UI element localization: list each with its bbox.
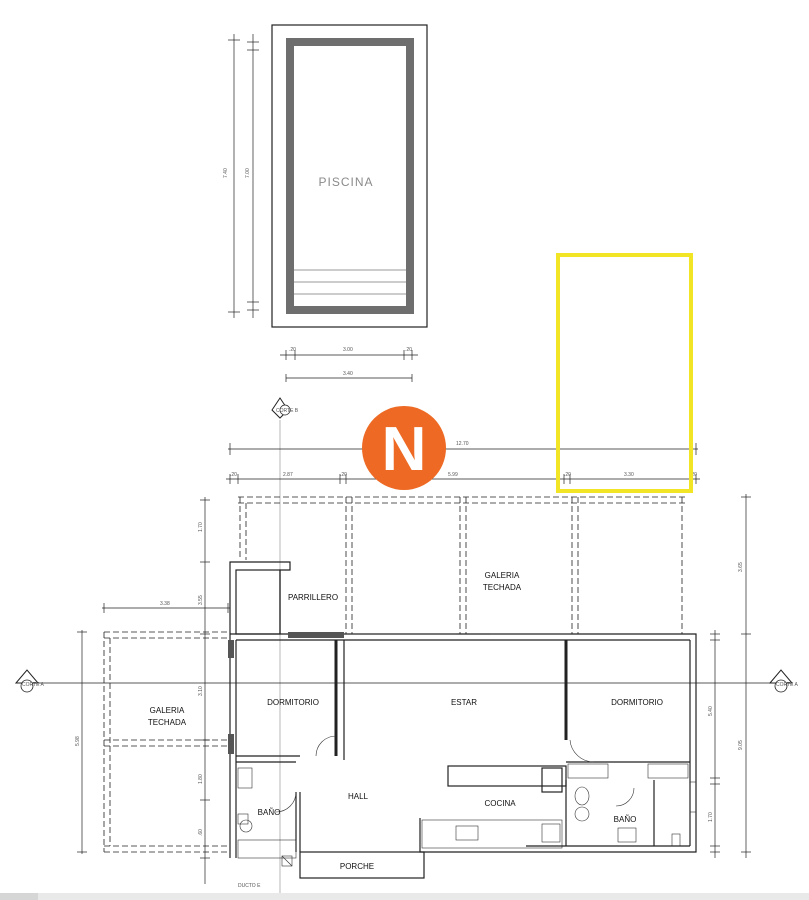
pool-dim-outer: 3.40 — [343, 371, 353, 377]
pool-area: PISCINA 7.40 7.00 .20 3.00 .20 3.40 — [223, 24, 428, 382]
pool-height-outer: 7.40 — [223, 168, 229, 178]
right-total-dim: 9.05 — [738, 740, 744, 750]
gallery-top-label-2: TECHADA — [483, 583, 522, 592]
pool-dim-left: .20 — [289, 347, 296, 353]
left-v4: 1.80 — [198, 774, 204, 784]
pool-height-inner: 7.00 — [245, 168, 251, 178]
total-width: 12.70 — [456, 441, 469, 447]
left-v5: .60 — [198, 829, 204, 836]
right-mid-dim: 5.40 — [708, 706, 714, 716]
hall-label: HALL — [348, 792, 369, 801]
left-gallery: GALERIA TECHADA 3.38 — [102, 601, 230, 853]
dormitorio-right-label: DORMITORIO — [611, 698, 663, 707]
porche-label: PORCHE — [340, 862, 374, 871]
pool-dim-inner: 3.00 — [343, 347, 353, 353]
section-top-label: CORTE B — [276, 408, 299, 414]
section-marker-top: CORTE B — [271, 397, 299, 893]
section-left-label: CORTE A — [22, 682, 45, 688]
pool-label: PISCINA — [318, 175, 373, 189]
gallery-left-label-2: TECHADA — [148, 718, 187, 727]
seg-5: .20 — [564, 472, 571, 478]
main-house: DORMITORIO ESTAR DORMITORIO COCINA HALL … — [228, 632, 697, 859]
top-dimensions: 12.70 .20 2.87 .20 5.99 .20 3.30 .20 — [226, 441, 700, 484]
left-gallery-width: 3.38 — [160, 601, 170, 607]
gallery-top-label-1: GALERIA — [485, 571, 520, 580]
section-line-a: CORTE A CORTE A — [14, 669, 799, 693]
status-bar — [0, 893, 809, 900]
north-letter: N — [382, 415, 427, 484]
right-top-dim: 3.65 — [738, 562, 744, 572]
parrillero: PARRILLERO — [229, 561, 338, 635]
top-gallery: GALERIA TECHADA — [238, 496, 686, 634]
section-right-label: CORTE A — [776, 682, 799, 688]
highlight-box — [556, 253, 693, 493]
bano-right-label: BAÑO — [614, 815, 637, 824]
pool-dim-right: .20 — [405, 347, 412, 353]
porche: PORCHE DUCTO E — [238, 851, 425, 889]
gallery-left-label-1: GALERIA — [150, 706, 185, 715]
left-v3: 3.10 — [198, 686, 204, 696]
parrillero-label: PARRILLERO — [288, 593, 338, 602]
left-v1: 1.70 — [198, 522, 204, 532]
left-v2: 3.55 — [198, 595, 204, 605]
bano-left-label: BAÑO — [258, 808, 281, 817]
seg-3: .20 — [340, 472, 347, 478]
status-tab[interactable] — [0, 893, 38, 900]
estar-label: ESTAR — [451, 698, 477, 707]
seg-1: .20 — [230, 472, 237, 478]
cocina-label: COCINA — [484, 799, 516, 808]
left-dimensions: 1.70 3.55 3.10 1.80 .60 5.98 — [75, 497, 210, 884]
ducto-label: DUCTO E — [238, 883, 261, 889]
seg-2: 2.87 — [283, 472, 293, 478]
right-small-dim: 1.70 — [708, 812, 714, 822]
right-dimensions: 3.65 9.05 5.40 1.70 — [708, 494, 751, 858]
left-gallery-height: 5.98 — [75, 736, 81, 746]
seg-7: .20 — [690, 472, 697, 478]
seg-6: 3.30 — [624, 472, 634, 478]
north-compass: N — [362, 406, 446, 490]
seg-4: 5.99 — [448, 472, 458, 478]
dormitorio-left-label: DORMITORIO — [267, 698, 319, 707]
